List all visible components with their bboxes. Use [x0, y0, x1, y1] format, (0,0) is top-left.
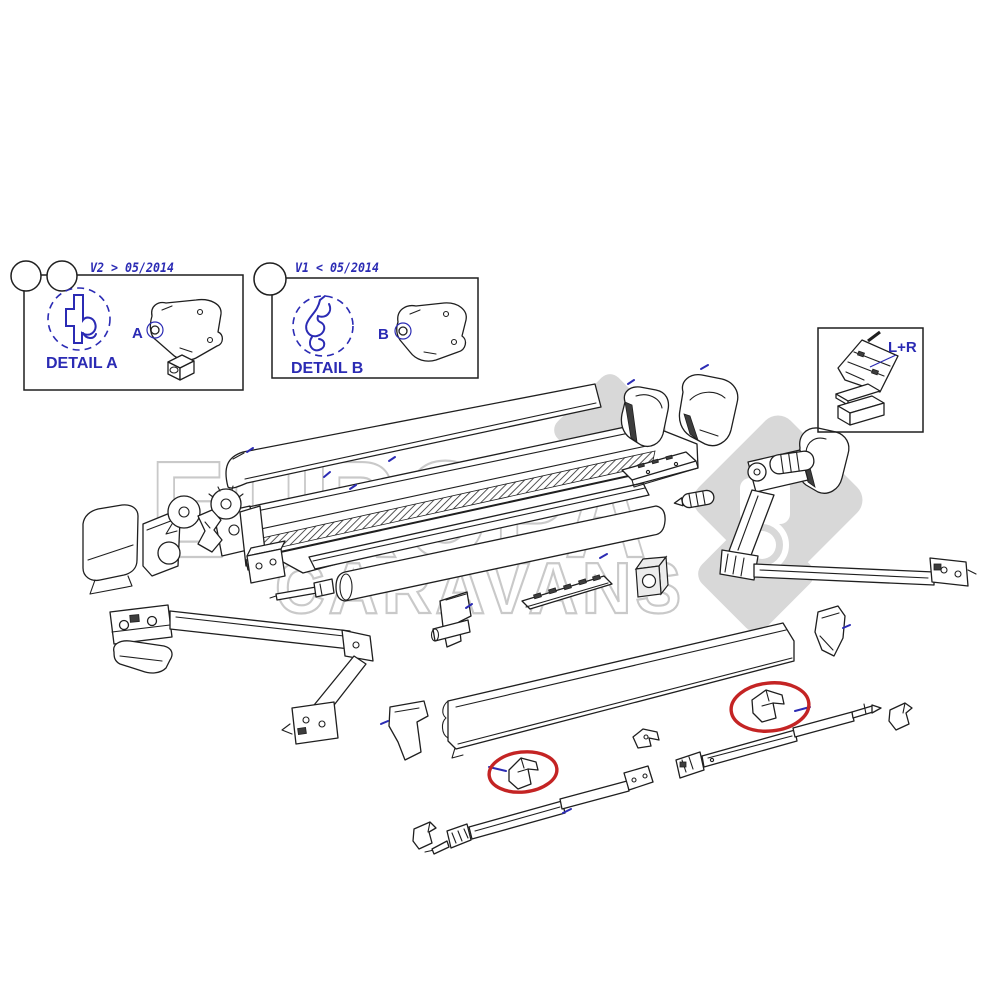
lr-label: L+R: [888, 339, 917, 356]
part-left-end-cap-outer: [82, 504, 139, 595]
part-clip-bottom-right: [888, 702, 913, 731]
detail-a-callout-circle-1: [10, 260, 42, 292]
exploded-parts: [82, 364, 977, 855]
part-pivot-knuckle: [197, 509, 223, 553]
detail-b-hook-profile: [305, 295, 332, 352]
part-arm-cover: [113, 640, 173, 674]
part-gear-disc: [165, 495, 201, 535]
detail-b-zoom-circle: [292, 295, 354, 357]
part-right-end-cap-large: [678, 374, 739, 447]
detail-b-version-label: V1 < 05/2014: [295, 261, 379, 276]
part-clip-highlighted-front: [508, 757, 539, 790]
part-connector-sleeve: [673, 489, 715, 509]
highlight-clip-rear: [729, 681, 811, 733]
part-case-back-panel: [233, 422, 699, 574]
part-fabric-sample-with-roller: [430, 591, 472, 648]
part-lead-rail-end-cap-right: [814, 605, 846, 657]
part-adapter-rail: [521, 574, 613, 610]
detail-a-part-marker: [146, 321, 164, 339]
part-tension-pin: [269, 578, 335, 601]
lr-bracket-drawing: [837, 330, 899, 393]
part-left-spring-arm: [109, 604, 374, 745]
callout-detail-a: V2 > 05/2014 DETAIL A A: [10, 260, 244, 391]
part-clip-bottom-left: [412, 821, 437, 850]
part-case-top-lid: [225, 383, 602, 489]
detail-b-name-label: DETAIL B: [291, 360, 363, 377]
part-fabric-lead-strip: [308, 482, 650, 570]
detail-b-part-drawing: [396, 302, 467, 362]
detail-a-version-label: V2 > 05/2014: [90, 261, 174, 276]
lr-box: [817, 327, 924, 433]
part-tension-rafter-left: [424, 765, 654, 855]
part-right-spring-arm: [719, 449, 977, 587]
lr-pad-lower: [837, 395, 885, 426]
part-left-end-cap-inner: [142, 512, 181, 577]
callout-left-right: L+R: [817, 327, 924, 433]
part-end-plate: [634, 555, 669, 598]
detail-a-name-label: DETAIL A: [46, 355, 118, 372]
detail-a-callout-circle-2: [46, 260, 78, 292]
part-lead-rail: [441, 622, 795, 759]
detail-a-part-label: A: [132, 325, 143, 342]
detail-b-box: [271, 277, 479, 379]
detail-a-part-drawing: [149, 298, 224, 361]
detail-b-callout-circle: [253, 262, 287, 296]
detail-b-part-marker: [394, 322, 412, 340]
part-right-end-cap-small: [620, 386, 670, 448]
highlights: [487, 681, 811, 794]
detail-a-zoom-circle: [47, 287, 111, 351]
part-ceiling-bracket: [621, 451, 699, 488]
lr-pointer-line: [869, 354, 897, 368]
part-lead-rail-end-cap-left: [388, 700, 429, 761]
detail-a-hook-profile: [65, 294, 97, 344]
detail-a-box: [23, 274, 244, 391]
detail-a-block-part: [167, 354, 195, 381]
part-tension-rafter-right: [675, 703, 882, 779]
part-roller-tube: [335, 505, 666, 602]
part-clip-middle: [632, 728, 660, 749]
part-clip-highlighted-rear: [751, 689, 785, 723]
part-mounting-bracket: [246, 540, 286, 584]
highlight-clip-front: [487, 750, 559, 794]
detail-b-part-label: B: [378, 326, 389, 343]
callout-detail-b: V1 < 05/2014 DETAIL B B: [253, 261, 479, 379]
